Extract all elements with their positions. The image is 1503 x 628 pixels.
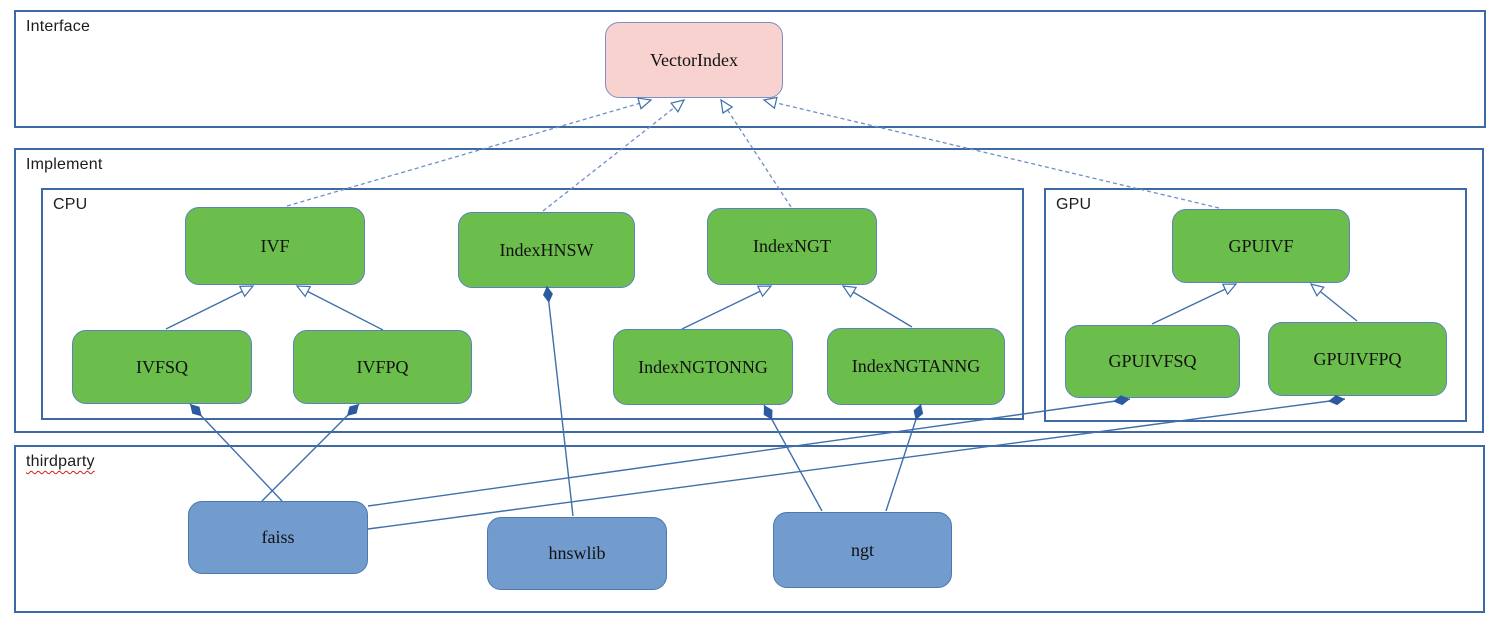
container-cpu-label: CPU: [53, 196, 88, 213]
node-hnswlib[interactable]: hnswlib: [487, 517, 667, 590]
node-gpuivf-label: GPUIVF: [1228, 235, 1294, 256]
node-vectorindex-label: VectorIndex: [650, 49, 738, 70]
node-vectorindex[interactable]: VectorIndex: [605, 22, 783, 98]
node-gpuivf[interactable]: GPUIVF: [1172, 209, 1350, 283]
node-gpuivfsq[interactable]: GPUIVFSQ: [1065, 325, 1240, 398]
node-faiss[interactable]: faiss: [188, 501, 368, 574]
container-thirdparty-label: thirdparty: [26, 453, 95, 470]
node-indexhnsw[interactable]: IndexHNSW: [458, 212, 635, 288]
node-hnswlib-label: hnswlib: [548, 543, 606, 563]
container-gpu-label: GPU: [1056, 196, 1092, 213]
container-implement-label: Implement: [26, 156, 103, 173]
node-ivf-label: IVF: [260, 235, 290, 256]
node-indexngtonng[interactable]: IndexNGTONNG: [613, 329, 793, 405]
node-indexhnsw-label: IndexHNSW: [499, 239, 594, 260]
container-interface-label: Interface: [26, 18, 91, 35]
node-ivfpq[interactable]: IVFPQ: [293, 330, 472, 404]
node-indexngtanng-label: IndexNGTANNG: [851, 356, 981, 376]
node-gpuivfpq[interactable]: GPUIVFPQ: [1268, 322, 1447, 396]
node-indexngt[interactable]: IndexNGT: [707, 208, 877, 285]
node-ngt-label: ngt: [850, 539, 874, 560]
node-indexngtonng-label: IndexNGTONNG: [638, 356, 768, 377]
node-ivfsq-label: IVFSQ: [135, 356, 188, 377]
node-indexngtanng[interactable]: IndexNGTANNG: [827, 328, 1005, 405]
node-ivfsq[interactable]: IVFSQ: [72, 330, 252, 404]
node-indexngt-label: IndexNGT: [753, 236, 831, 256]
node-ivf[interactable]: IVF: [185, 207, 365, 285]
node-ngt[interactable]: ngt: [773, 512, 952, 588]
node-ivfpq-label: IVFPQ: [356, 356, 409, 377]
node-gpuivfsq-label: GPUIVFSQ: [1108, 351, 1197, 371]
node-faiss-label: faiss: [261, 527, 295, 547]
node-gpuivfpq-label: GPUIVFPQ: [1313, 348, 1402, 369]
